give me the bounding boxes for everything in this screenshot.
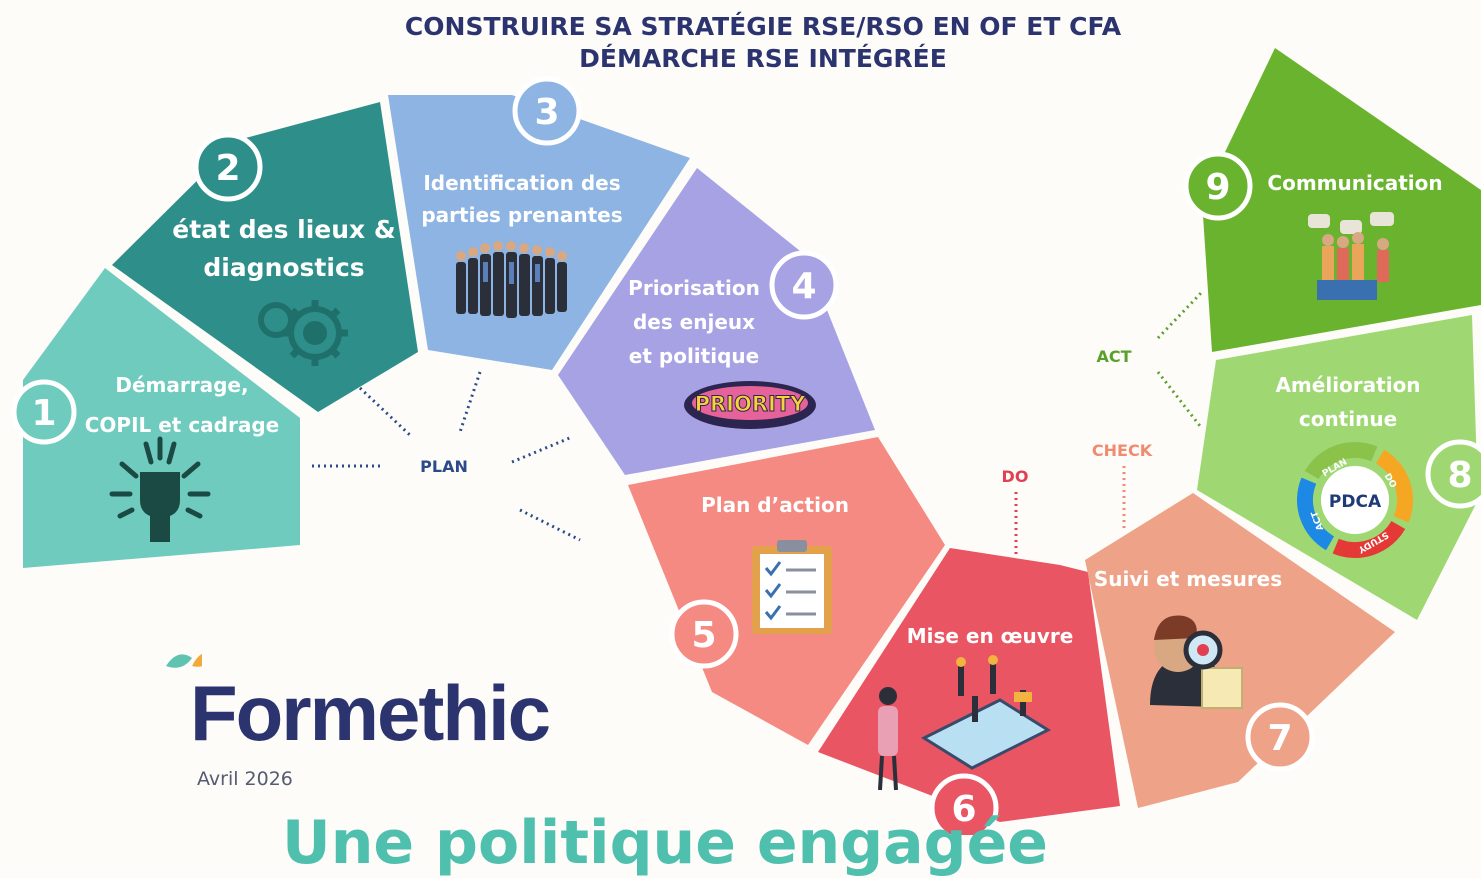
conversation-group-icon xyxy=(1308,212,1394,300)
plan-label: PLAN xyxy=(420,457,468,476)
do-label: DO xyxy=(1002,467,1029,486)
step-8-number: 8 xyxy=(1447,455,1472,496)
step-9-segment xyxy=(1202,48,1481,352)
step-1-number: 1 xyxy=(31,393,56,434)
step-3-number-circle xyxy=(512,76,582,146)
step-3-number: 3 xyxy=(534,92,559,133)
step-2-number-badge: 2 xyxy=(193,132,263,202)
pdca-center-text: PDCA xyxy=(1329,492,1382,512)
step-7-number-badge: 7 xyxy=(1245,702,1315,772)
people-group-icon xyxy=(456,241,567,318)
raised-fist-icon xyxy=(109,436,211,542)
step-3-label-line: parties prenantes xyxy=(421,203,622,227)
step-7-number: 7 xyxy=(1267,718,1292,759)
step-6-label-line: Mise en œuvre xyxy=(907,624,1074,648)
step-1-number-circle xyxy=(11,379,77,445)
step-8-number-badge: 8 xyxy=(1425,439,1481,509)
priority-badge-icon: PRIORITY xyxy=(684,381,816,429)
step-9-number: 9 xyxy=(1205,167,1230,208)
brand-wordmark: Formethic xyxy=(166,653,551,759)
cut-off-heading: Une politique engagée xyxy=(282,808,1048,878)
implementation-icon xyxy=(878,655,1052,791)
step-1-label-line: COPIL et cadrage xyxy=(85,413,279,437)
act-connectors xyxy=(1156,290,1204,427)
step-5-label-line: Plan d’action xyxy=(701,493,849,517)
checklist-icon xyxy=(752,540,832,634)
step-9-shape xyxy=(1202,48,1481,352)
priority-badge-text: PRIORITY xyxy=(695,392,807,416)
step-1-shape xyxy=(23,268,300,568)
brand-name: Formethic xyxy=(190,669,551,757)
step-6-number-circle xyxy=(929,773,999,835)
gears-icon xyxy=(258,300,348,366)
step-8-number-circle xyxy=(1425,439,1481,509)
step-2-label-line: diagnostics xyxy=(203,253,364,282)
step-4-number-badge: 4 xyxy=(769,250,839,320)
process-arc: PLAN DO CHECK ACT xyxy=(11,48,1481,835)
step-2-label-line: état des lieux & xyxy=(172,215,395,244)
step-9-number-circle xyxy=(1183,151,1253,221)
publication-date: Avril 2026 xyxy=(197,768,293,790)
step-8-shape xyxy=(1197,315,1478,620)
step-9-label-line: Communication xyxy=(1267,171,1442,195)
step-2-number: 2 xyxy=(215,148,240,189)
step-8-segment xyxy=(1197,315,1478,620)
step-8-label-line: continue xyxy=(1299,407,1397,431)
step-4-label-line: Priorisation xyxy=(628,276,760,300)
step-4-number-circle xyxy=(769,250,839,320)
step-3-number-badge: 3 xyxy=(512,76,582,146)
step-7-label-line: Suivi et mesures xyxy=(1094,567,1282,591)
rse-process-diagram: CONSTRUIRE SA STRATÉGIE RSE/RSO EN OF ET… xyxy=(11,12,1481,878)
diagram-title-line-2: DÉMARCHE RSE INTÉGRÉE xyxy=(579,44,947,73)
step-1-segment xyxy=(23,268,300,568)
step-6-number: 6 xyxy=(951,789,976,830)
step-1-number-badge: 1 xyxy=(11,379,77,445)
step-3-label-line: Identification des xyxy=(423,171,620,195)
step-4-label-line: des enjeux xyxy=(633,310,755,334)
step-9-number-badge: 9 xyxy=(1183,151,1253,221)
step-7-segment xyxy=(1085,493,1395,808)
step-1-label-line: Démarrage, xyxy=(115,373,248,397)
step-5-number-badge: 5 xyxy=(669,599,739,669)
step-4-number: 4 xyxy=(791,266,816,307)
step-numbers: 1 2 3 4 5 6 7 8 9 xyxy=(11,76,1481,835)
act-label: ACT xyxy=(1096,347,1131,366)
magnifier-person-icon xyxy=(1150,615,1243,709)
step-6-number-badge: 6 xyxy=(929,773,999,835)
leaf-logo-icon xyxy=(166,653,202,668)
step-4-label-line: et politique xyxy=(629,344,759,368)
step-7-number-circle xyxy=(1245,702,1315,772)
step-7-shape xyxy=(1085,493,1395,808)
check-label: CHECK xyxy=(1092,441,1153,460)
step-5-number: 5 xyxy=(691,615,716,656)
step-labels: Démarrage, COPIL et cadrage état des lieux… xyxy=(85,171,1443,648)
step-2-number-circle xyxy=(193,132,263,202)
step-5-number-circle xyxy=(669,599,739,669)
plan-connectors xyxy=(312,371,581,542)
step-8-label-line: Amélioration xyxy=(1275,373,1420,397)
diagram-title-line-1: CONSTRUIRE SA STRATÉGIE RSE/RSO EN OF ET… xyxy=(404,12,1122,41)
